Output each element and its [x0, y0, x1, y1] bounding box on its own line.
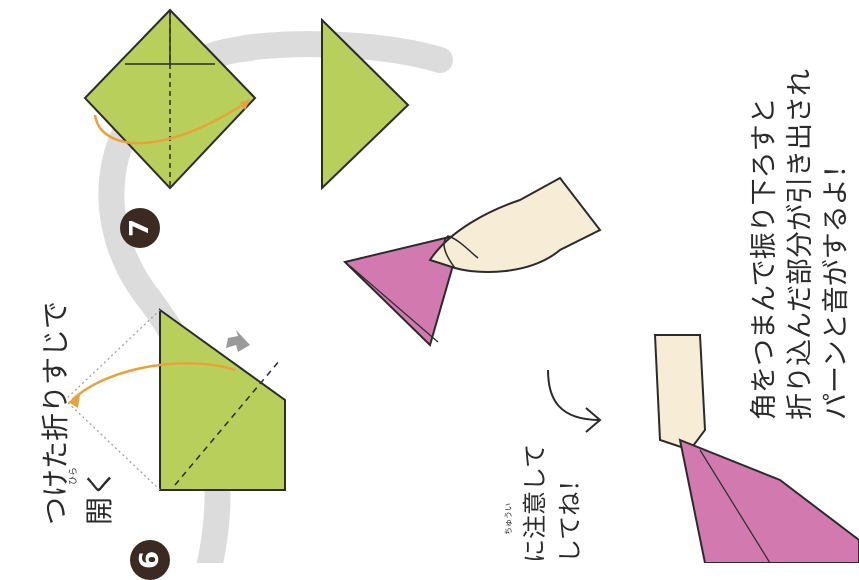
- caution-line1: に注意して: [515, 444, 550, 563]
- final-instruction-line2: 折り込んだ部分が引き出され: [778, 69, 817, 420]
- step7-number-badge: 7: [120, 208, 160, 248]
- step6-number-badge: 6: [130, 540, 170, 580]
- step6-folded-paper: [65, 310, 285, 490]
- caution-line2: してね！: [550, 468, 585, 563]
- caution-ruby: ちゅうい: [503, 503, 514, 535]
- step6-instruction-line2: 開く: [78, 469, 118, 525]
- final-instruction-line3: パーンと音がするよ！: [814, 151, 853, 420]
- diagram-canvas: [0, 0, 859, 563]
- final-instruction-line1: 角をつまんで振り下ろすと: [742, 97, 781, 420]
- hand-with-pink-paper-top: [345, 178, 600, 345]
- step6-ruby: ひら: [66, 467, 79, 485]
- step6-push-arrow-icon: [226, 330, 250, 352]
- origami-instruction-diagram: 7 6 つけた折りすじで 開く ひら に注意して してね！ ちゅうい 角をつまん…: [0, 0, 859, 563]
- step6-instruction-line1: つけた折りすじで: [34, 301, 74, 525]
